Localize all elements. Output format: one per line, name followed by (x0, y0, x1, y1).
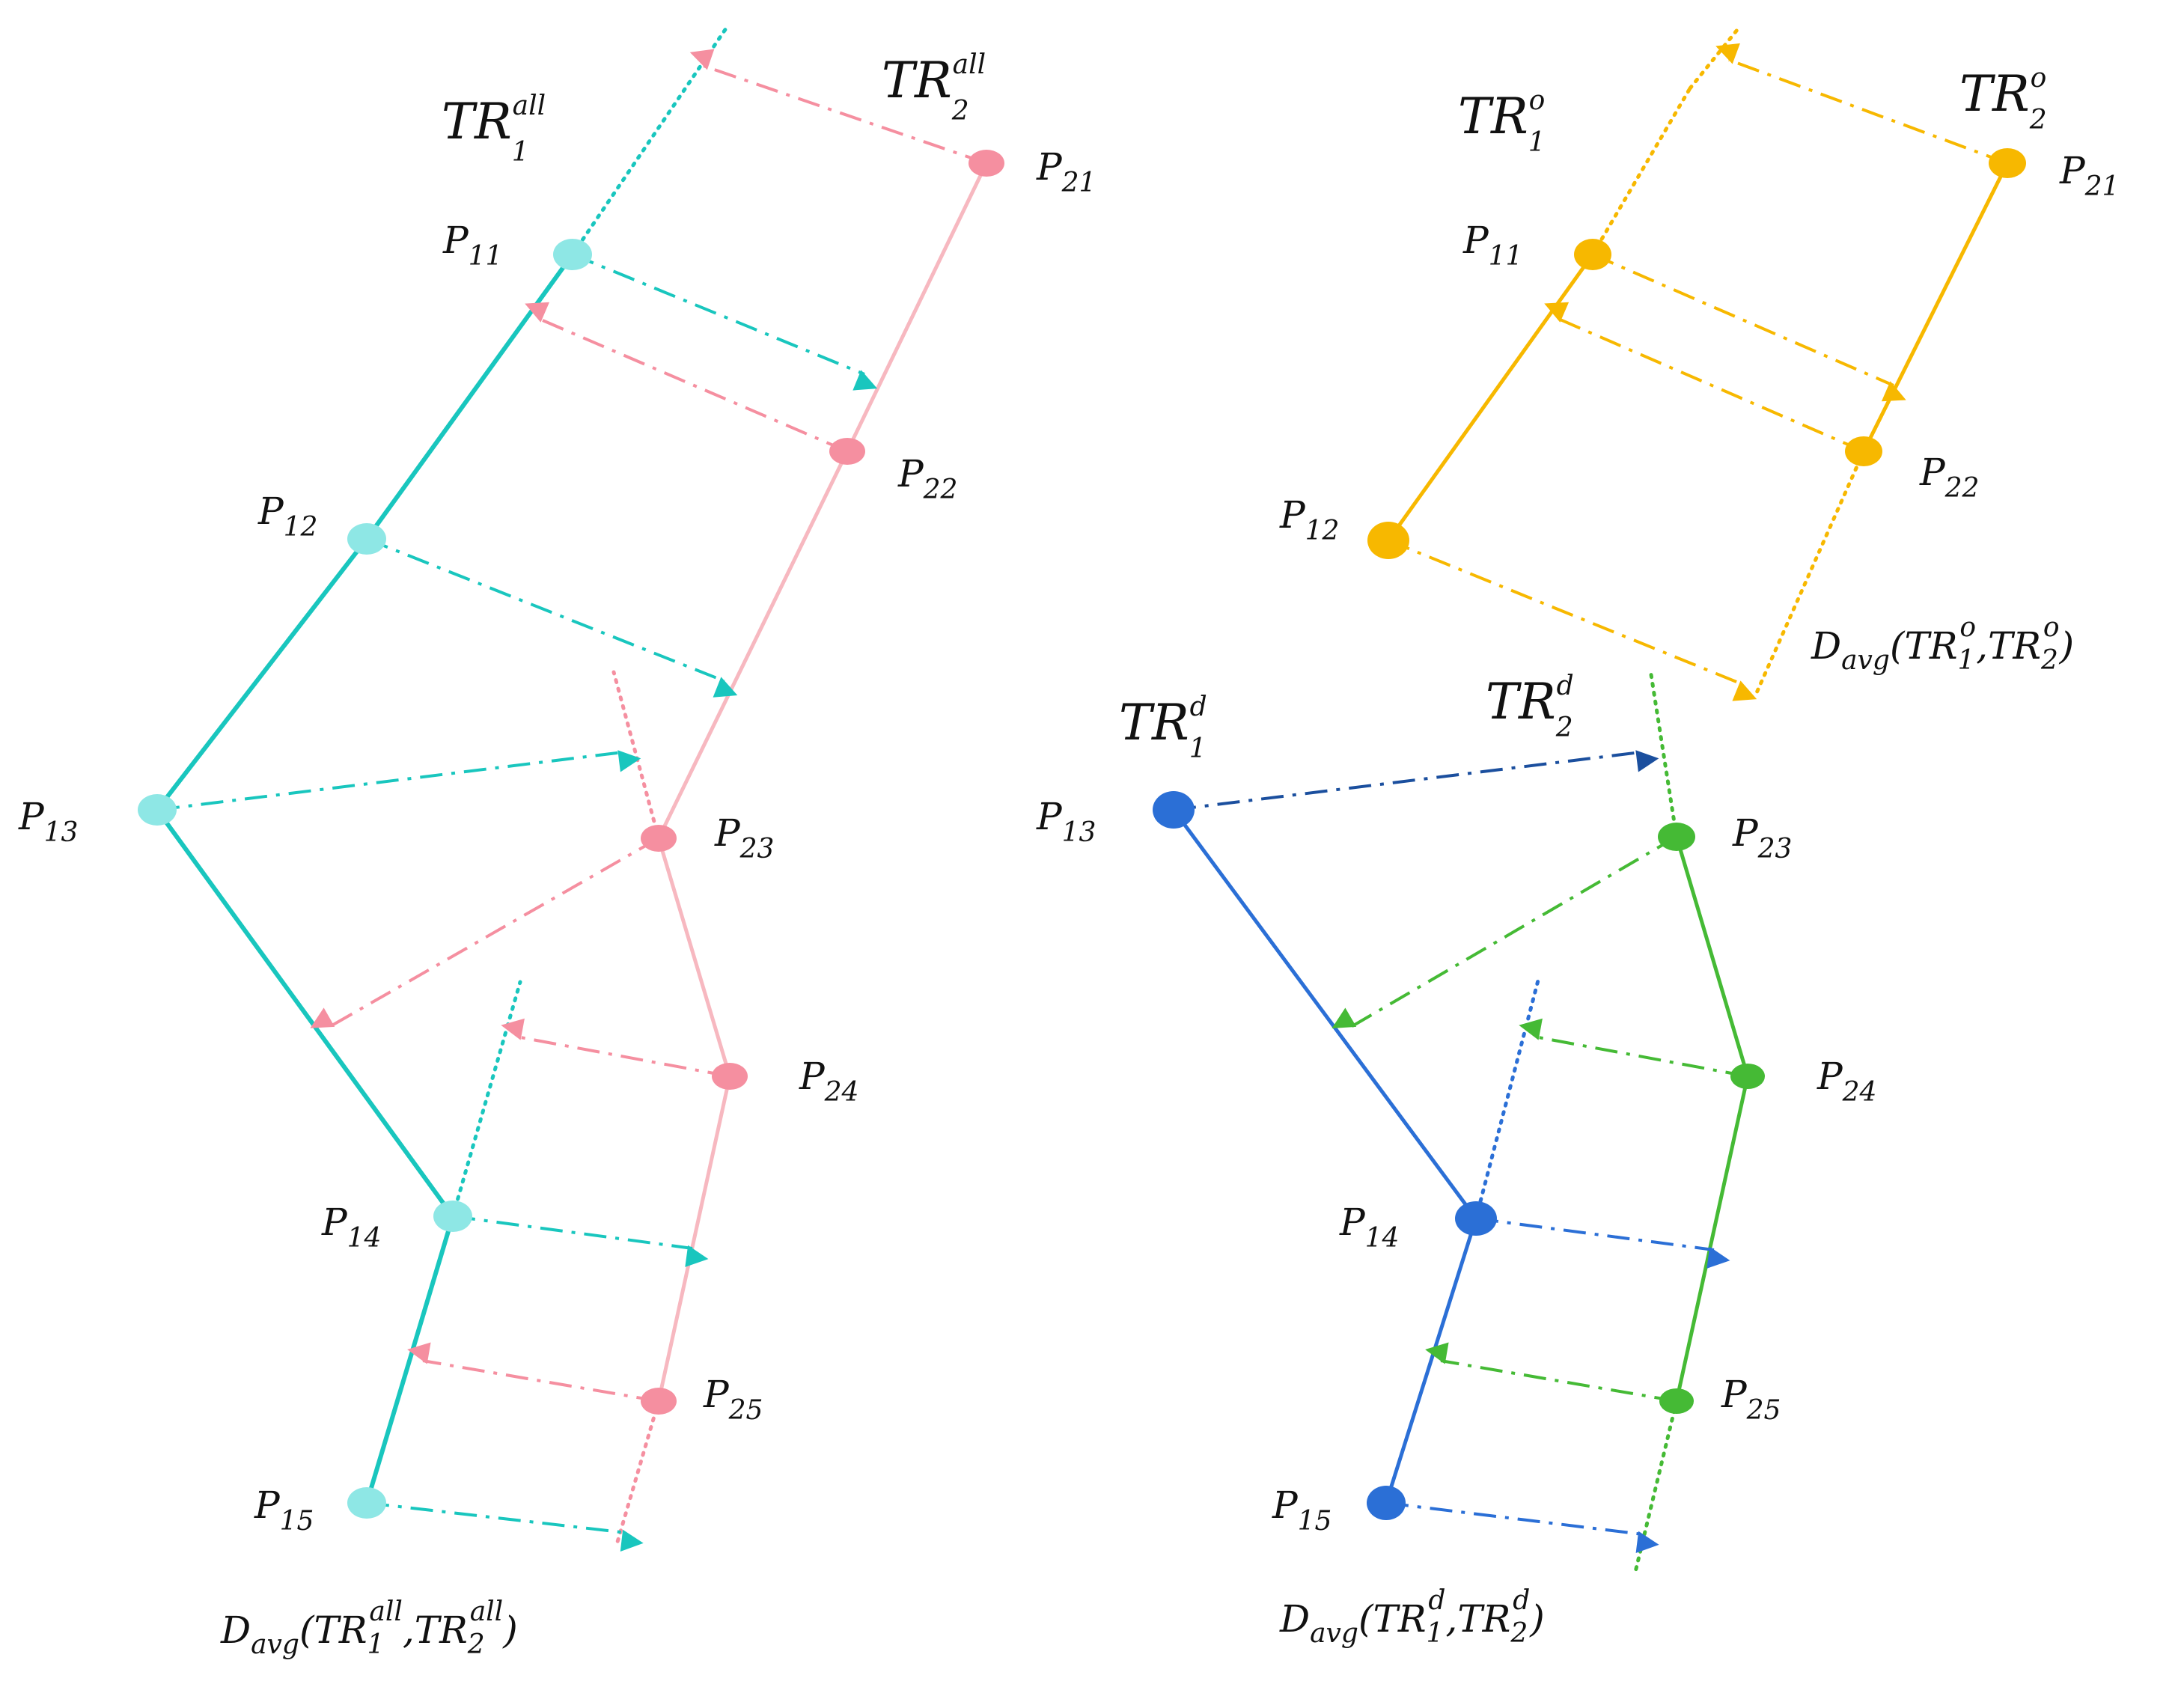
tr2-all-extension-bottom (615, 1399, 661, 1544)
point-p15 (347, 1487, 386, 1519)
left-diagram: TR1all TR2all P11 P12 P13 P14 P15 P21 P2… (18, 26, 1096, 1660)
label-p24: P24 (799, 1055, 858, 1108)
point-d-p23 (1658, 823, 1695, 851)
point-o-p12 (1367, 522, 1409, 559)
label-p23: P23 (714, 811, 774, 864)
point-d-p15 (1367, 1486, 1406, 1520)
arrow-p12-to-tr2 (366, 537, 738, 698)
label-tr2-o: TR2o (1959, 63, 2047, 135)
label-p25: P25 (703, 1373, 763, 1426)
point-p23 (641, 825, 677, 852)
point-p14 (433, 1201, 472, 1232)
tr2-o-trajectory (1861, 162, 2010, 453)
label-davg-d: Davg(TR1d,TR2d) (1279, 1585, 1545, 1649)
point-p22 (829, 438, 865, 465)
point-o-p11 (1574, 239, 1611, 270)
arrow-o-p22-to-tr1 (1544, 302, 1864, 453)
arrow-p15-to-tr2 (366, 1501, 644, 1552)
arrow-d-p25-to-tr1 (1425, 1342, 1677, 1403)
tr1-o-extension (1590, 86, 1692, 257)
label-tr2-all: TR2all (882, 49, 986, 126)
tr1-o-trajectory (1386, 253, 1595, 542)
label-tr1-all: TR1all (442, 91, 546, 168)
arrow-d-p14-to-tr2 (1475, 1217, 1730, 1269)
tr2-o-extension-bottom (1753, 449, 1866, 698)
label-tr2-d: TR2d (1486, 671, 1574, 743)
point-o-p21 (1989, 148, 2026, 178)
label-d-p15: P15 (1272, 1483, 1332, 1537)
arrow-p11-to-tr2 (572, 253, 878, 391)
label-p15: P15 (254, 1483, 314, 1537)
arrow-o-p12-to-tr2 (1388, 539, 1757, 701)
arrow-p25-to-tr1 (407, 1342, 659, 1403)
point-d-p13 (1153, 791, 1195, 829)
arrow-p21-to-tr1 (689, 49, 987, 165)
label-davg-all: Davg(TR1all,TR2all) (220, 1596, 518, 1660)
label-p21: P21 (1036, 145, 1096, 198)
label-tr1-o: TR1o (1458, 85, 1546, 158)
tr2-o-extension-far (1688, 24, 1742, 91)
arrow-o-p21-to-tr1 (1715, 43, 2008, 165)
point-d-p24 (1730, 1064, 1765, 1089)
tr1-d-extension-mid (1474, 978, 1540, 1221)
arrow-p13-to-tr2 (156, 750, 641, 811)
label-p12: P12 (257, 489, 317, 543)
tr2-d-extension-top (1648, 668, 1679, 839)
point-p25 (641, 1388, 677, 1415)
label-p13: P13 (18, 795, 78, 848)
label-d-p14: P14 (1339, 1201, 1399, 1254)
tr2-d-extension-bottom (1633, 1399, 1679, 1574)
arrow-d-p23-to-tr1 (1332, 835, 1678, 1028)
point-p13 (138, 794, 177, 826)
point-d-p25 (1659, 1388, 1694, 1414)
label-o-p12: P12 (1279, 493, 1339, 546)
tr1-all-extension-top (570, 26, 728, 257)
label-d-p13: P13 (1036, 795, 1096, 848)
point-p11 (553, 239, 592, 270)
arrow-p14-to-tr2 (452, 1215, 709, 1267)
label-d-p24: P24 (1817, 1055, 1876, 1108)
label-p22: P22 (897, 452, 957, 505)
tr2-all-extension-mid (611, 670, 661, 841)
label-davg-o: Davg(TR1o,TR2o) (1811, 612, 2074, 676)
tr1-d-trajectory (1171, 808, 1478, 1504)
label-tr1-d: TR1d (1119, 692, 1207, 764)
right-top-diagram: TR1o TR2o P11 P12 P21 P22 Davg(TR1o,TR2o… (1279, 24, 2119, 701)
point-o-p22 (1845, 436, 1882, 466)
label-d-p25: P25 (1721, 1373, 1781, 1426)
label-o-p21: P21 (2059, 149, 2119, 202)
arrow-d-p24-to-tr1 (1519, 1018, 1748, 1078)
tr2-all-trajectory (656, 162, 989, 1402)
arrow-p23-to-tr1 (310, 837, 659, 1028)
right-bottom-diagram: TR1d TR2d P13 P14 P15 P23 P24 P25 Davg(T… (1036, 668, 1876, 1649)
arrow-d-p15-to-tr2 (1385, 1501, 1659, 1553)
label-p14: P14 (321, 1201, 381, 1254)
label-o-p22: P22 (1919, 451, 1979, 504)
label-o-p11: P11 (1462, 219, 1522, 272)
label-p11: P11 (442, 219, 502, 272)
tr1-all-extension-mid (451, 980, 522, 1218)
tr1-all-trajectory (154, 253, 575, 1504)
label-d-p23: P23 (1732, 811, 1792, 864)
point-p24 (712, 1063, 748, 1090)
point-p21 (969, 150, 1004, 177)
point-d-p14 (1455, 1201, 1497, 1236)
arrow-p22-to-tr1 (525, 302, 848, 453)
arrow-o-p11-to-tr2 (1592, 253, 1906, 402)
arrow-d-p13-to-tr2 (1173, 750, 1659, 811)
arrow-p24-to-tr1 (501, 1018, 730, 1078)
point-p12 (347, 523, 386, 555)
tr2-d-trajectory (1674, 836, 1750, 1402)
